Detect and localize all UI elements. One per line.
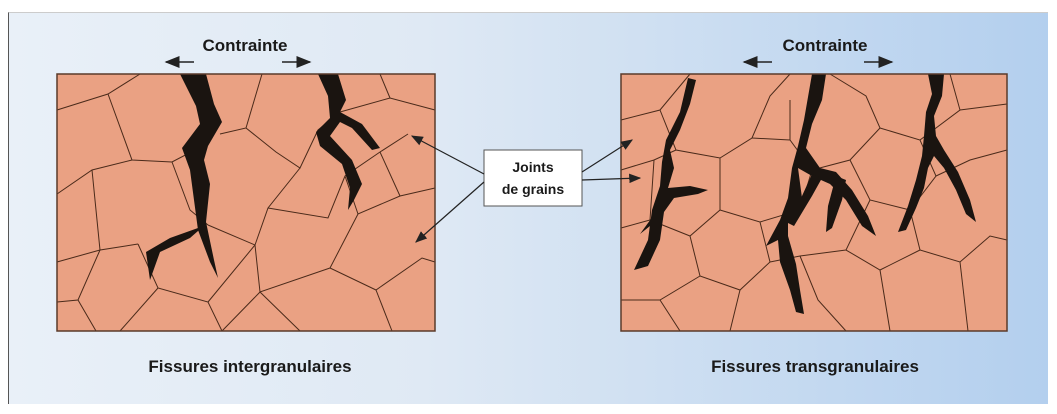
grain-boundary-label-line1: Joints <box>512 159 553 175</box>
stress-left-group: Contrainte <box>166 36 310 62</box>
stress-left-label: Contrainte <box>203 36 288 55</box>
stress-right-group: Contrainte <box>744 36 892 62</box>
right-panel <box>621 74 1007 331</box>
caption-transgranular: Fissures transgranulaires <box>711 357 919 376</box>
grain-boundary-label-line2: de grains <box>502 181 564 197</box>
left-grain-field <box>57 74 435 331</box>
left-panel <box>57 74 435 331</box>
caption-intergranular: Fissures intergranulaires <box>148 357 351 376</box>
grain-boundary-callout: Joints de grains <box>412 136 640 242</box>
stress-right-label: Contrainte <box>783 36 868 55</box>
